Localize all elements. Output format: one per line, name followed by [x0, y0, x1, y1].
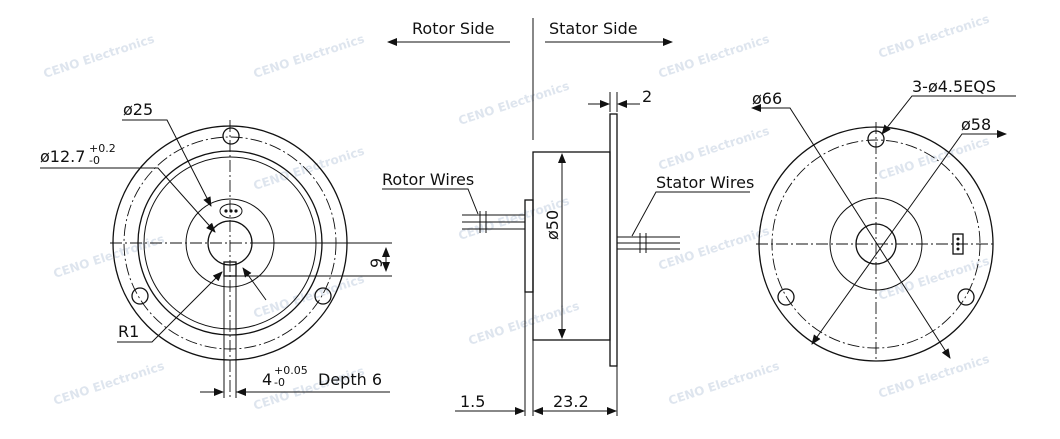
wire-exit-icon	[219, 203, 243, 219]
watermark-text: CENO Electronics	[657, 32, 771, 81]
watermark-text: CENO Electronics	[252, 144, 366, 193]
watermark-text: CENO Electronics	[877, 12, 991, 61]
flange-rect	[609, 113, 618, 367]
watermark-text: CENO Electronics	[457, 79, 571, 128]
key-width-label: 4	[262, 370, 272, 389]
side-header: Rotor Side Stator Side	[387, 18, 673, 140]
mounting-hole	[131, 287, 149, 305]
watermark-text: CENO Electronics	[667, 359, 781, 408]
r1-label: R1	[118, 322, 139, 341]
stator-side-label: Stator Side	[549, 19, 638, 38]
dia58-label: ø58	[961, 115, 991, 134]
stator-wires-leader	[631, 191, 750, 237]
mounting-hole	[222, 127, 240, 145]
connector-pin	[956, 247, 960, 251]
rotor-cap	[524, 199, 534, 293]
wire-dot	[234, 209, 238, 213]
watermark-text: CENO Electronics	[252, 272, 366, 321]
dia12-leader	[40, 167, 216, 233]
dia12-tol-lower: -0	[89, 154, 100, 167]
dia58-leader	[811, 130, 1007, 345]
dia25-leader	[122, 119, 212, 207]
dim1-5-label: 1.5	[460, 392, 485, 411]
rotor-wires-leader	[382, 188, 479, 215]
watermark-text: CENO Electronics	[42, 32, 156, 81]
side-view: Rotor Wires Stator Wires ø50 2 1.5 23.2	[382, 87, 754, 416]
key-tol-upper: +0.05	[274, 364, 308, 377]
watermark-text: CENO Electronics	[657, 124, 771, 173]
dia12-label: ø12.7	[40, 147, 85, 166]
watermarks: CENO Electronics CENO Electronics CENO E…	[42, 12, 991, 413]
watermark-text: CENO Electronics	[252, 32, 366, 81]
rotor-wires-label: Rotor Wires	[382, 170, 474, 189]
holes-label: 3-ø4.5EQS	[912, 77, 996, 96]
watermark-text: CENO Electronics	[52, 359, 166, 408]
dia12-tol-upper: +0.2	[89, 142, 116, 155]
stator-side-view: ø66 ø58 3-ø4.5EQS	[751, 77, 1016, 362]
r1-leader-right	[242, 267, 267, 301]
rotor-side-label: Rotor Side	[412, 19, 495, 38]
dim2-label: 2	[642, 87, 652, 106]
stator-wires-label: Stator Wires	[656, 173, 754, 192]
mounting-hole	[314, 287, 332, 305]
holes-leader	[881, 95, 1016, 135]
r1-leader	[117, 271, 223, 343]
dia66-label: ø66	[752, 89, 782, 108]
watermark-text: CENO Electronics	[657, 224, 771, 273]
depth-label: Depth 6	[318, 370, 382, 389]
dia25-label: ø25	[123, 100, 153, 119]
rotor-side-view: ø25 ø12.7 +0.2 -0 9 R1 4 +0.05 -0 Depth …	[40, 100, 392, 400]
dim23-2-label: 23.2	[553, 392, 589, 411]
key-tol-lower: -0	[274, 376, 285, 389]
wire-dot	[224, 209, 228, 213]
dim9-label: 9	[367, 258, 386, 268]
connector-pin	[956, 237, 960, 241]
watermark-text: CENO Electronics	[52, 232, 166, 281]
dia50-label: ø50	[543, 210, 562, 240]
